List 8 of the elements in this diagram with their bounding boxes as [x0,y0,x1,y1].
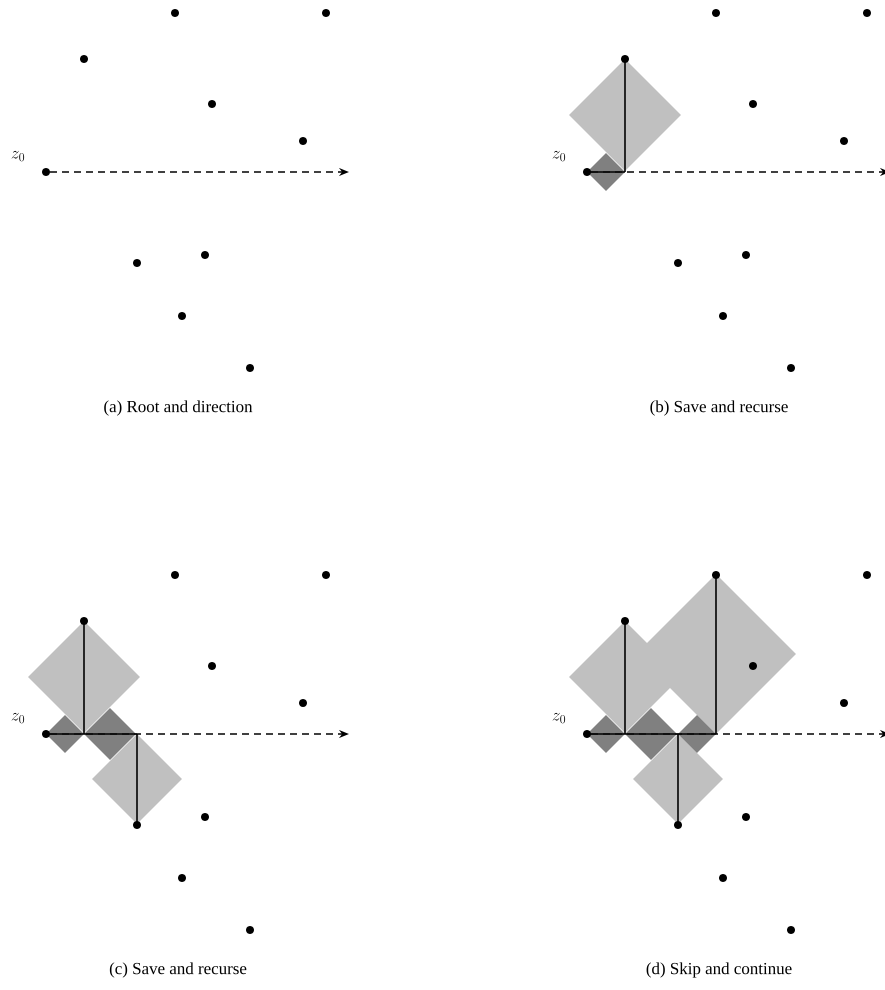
point-label: $z_0$ [12,150,24,162]
point-label: $z_0$ [12,712,24,724]
subfigure-caption: (d) Skip and continue [646,962,792,978]
subfigure-caption: (a) Root and direction [104,400,252,416]
point-label: $z_0$ [552,712,566,724]
subfigure-caption: (c) Save and recurse [110,962,246,978]
point-label: $z_0$ [552,150,566,162]
subfigure-caption: (b) Save and recurse [650,400,788,416]
